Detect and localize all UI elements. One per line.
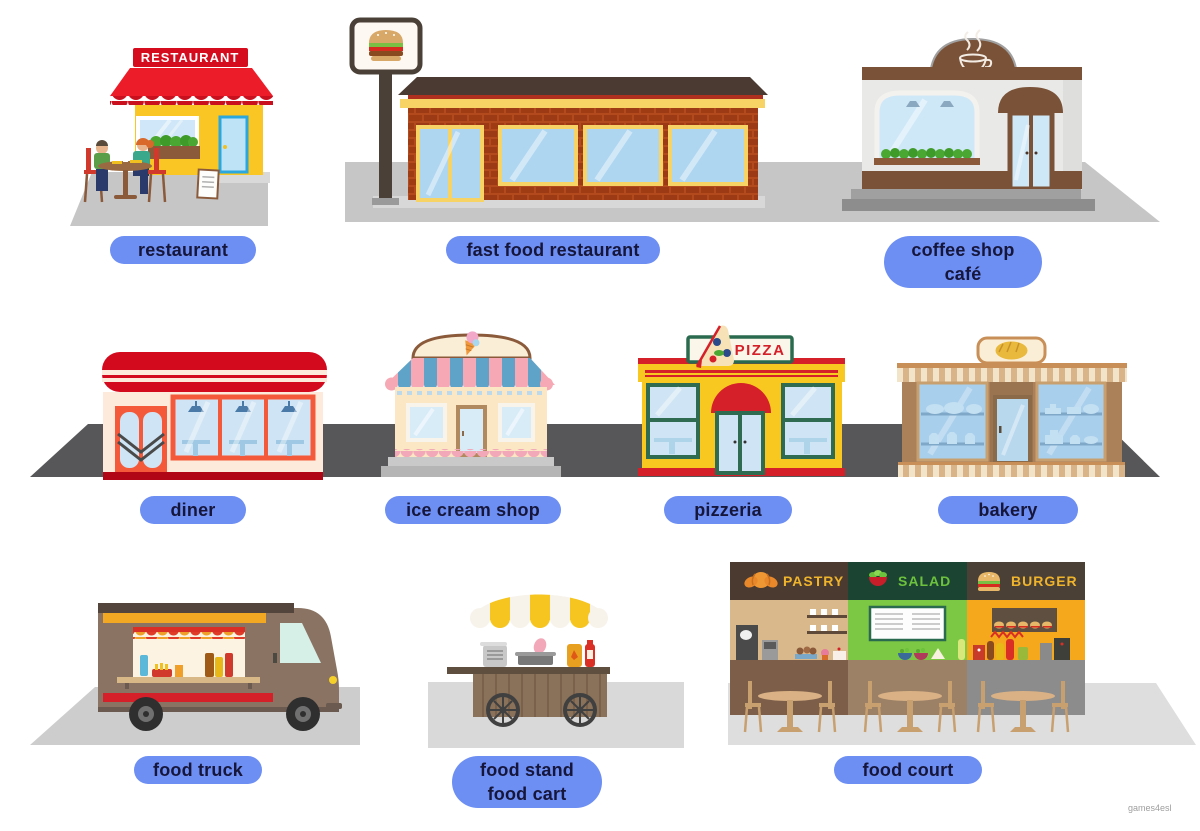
label-bakery: bakery [938,496,1078,524]
window-plants [874,148,980,165]
pizzeria-windows [646,383,835,459]
burger-icon [978,572,1000,591]
burger-sign-text: BURGER [1011,573,1078,589]
window-planter [148,135,200,159]
label-diner: diner [140,496,246,524]
label-ice-cream-shop: ice cream shop [385,496,561,524]
salad-stall-detail [868,605,965,660]
umbrella-scallops [470,608,608,628]
label-coffee-shop-cafe: coffee shop café [884,236,1042,288]
cart-wheels [486,693,597,727]
bakery-window-left [916,381,989,462]
watermark: games4esl [1128,803,1172,813]
food-truck-illustration [98,603,342,731]
arched-window [874,90,980,165]
salad-stall-header [848,562,967,600]
diner-illustration [102,352,327,480]
label-restaurant: restaurant [110,236,256,264]
bakery-illustration [897,336,1127,477]
storefront-windows [416,125,748,202]
bread-loaf-icon [995,341,1028,360]
label-pizzeria: pizzeria [664,496,792,524]
windshield [280,623,321,663]
pizzeria-illustration: PIZZA [638,325,845,476]
label-food-court: food court [834,756,982,784]
cart-food-items [480,638,595,667]
service-window [133,627,245,677]
label-fast-food-restaurant: fast food restaurant [446,236,660,264]
door-awning [711,383,771,413]
food-court-tables [743,681,1070,733]
restaurant-sign-text: RESTAURANT [141,50,240,65]
label-food-stand-food-cart: food stand food cart [452,756,602,808]
burger-sign-icon [369,30,403,61]
food-court-illustration: PASTRY SALAD BURGER [730,562,1085,733]
pizza-sign-text: PIZZA [735,342,786,359]
pastry-stall-detail [736,609,847,660]
menu-board [868,605,947,642]
croissant-icon [744,572,778,588]
diner-door [115,406,167,472]
ice-cream-shop-illustration [381,331,561,477]
bakery-window-right [1035,381,1107,462]
sausage [533,638,547,654]
salad-bowl-icon [869,570,887,586]
salad-sign-text: SALAD [898,573,951,589]
ice-cream-cone-icon [465,331,480,356]
fast-food-illustration [349,17,768,205]
headlight [329,676,337,684]
pizza-slice-icon [695,325,734,368]
restaurant-sign [133,48,248,67]
restaurant-illustration: RESTAURANT [83,48,273,203]
burger-stall-detail [973,608,1070,660]
outdoor-diners [83,138,167,203]
sandwich-board [196,168,220,200]
pizzeria-door [715,411,765,475]
diner-window [170,394,316,461]
restaurant-door [218,115,249,174]
pastry-sign-text: PASTRY [783,573,844,589]
truck-wheels [129,697,320,731]
coffee-shop-illustration [842,29,1095,211]
label-food-truck: food truck [134,756,262,784]
